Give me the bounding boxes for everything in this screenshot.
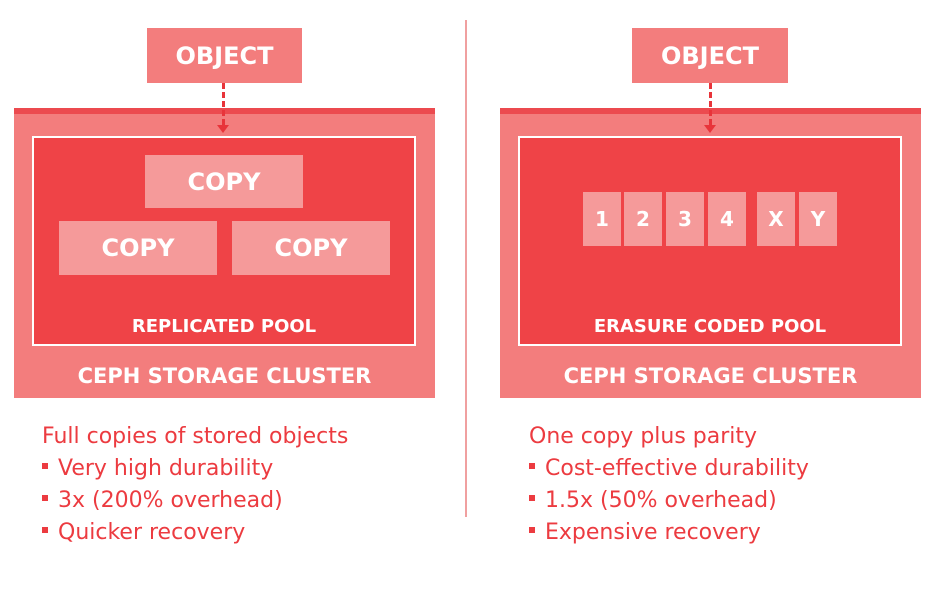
right-description: One copy plus parity Cost-effective dura… [529, 424, 809, 545]
left-copy-box-top: COPY [145, 155, 303, 208]
left-copy-box-right: COPY [232, 221, 390, 275]
center-divider [465, 20, 467, 517]
chunk-label: 2 [636, 207, 650, 231]
bullet-text: Cost-effective durability [545, 456, 809, 481]
left-object-label: OBJECT [175, 41, 274, 70]
data-chunk: 4 [708, 192, 746, 246]
copy-label: COPY [101, 234, 175, 262]
copy-label: COPY [187, 167, 261, 196]
right-arrow-head-icon [704, 125, 716, 133]
bullet-text: 3x (200% overhead) [58, 488, 283, 513]
bullet-icon [42, 526, 48, 533]
right-description-title: One copy plus parity [529, 424, 758, 449]
left-description: Full copies of stored objects Very high … [42, 424, 348, 545]
copy-label: COPY [274, 234, 348, 262]
left-bullet-item: 3x (200% overhead) [42, 488, 348, 513]
parity-chunk: Y [799, 192, 837, 246]
parity-chunk: X [757, 192, 795, 246]
left-copy-box-left: COPY [59, 221, 217, 275]
bullet-icon [529, 526, 535, 533]
right-pool-label: ERASURE CODED POOL [593, 316, 827, 337]
left-bullet-item: Very high durability [42, 456, 348, 481]
chunk-label: Y [810, 207, 826, 231]
left-pool-label: REPLICATED POOL [131, 316, 317, 337]
right-bullet-item: Expensive recovery [529, 520, 809, 545]
chunk-label: 1 [595, 207, 609, 231]
bullet-icon [529, 462, 535, 469]
bullet-text: Very high durability [58, 456, 274, 481]
right-dashed-arrow-line [709, 83, 712, 125]
left-object-box: OBJECT [147, 28, 302, 83]
bullet-icon [529, 494, 535, 501]
left-dashed-arrow-line [222, 83, 225, 125]
bullet-text: 1.5x (50% overhead) [545, 488, 777, 513]
right-object-label: OBJECT [660, 41, 759, 70]
left-bullet-item: Quicker recovery [42, 520, 348, 545]
right-cluster-label: CEPH STORAGE CLUSTER [563, 364, 858, 388]
right-bullet-item: Cost-effective durability [529, 456, 809, 481]
left-arrow-head-icon [217, 125, 229, 133]
left-description-title: Full copies of stored objects [42, 424, 349, 449]
data-chunk: 2 [624, 192, 662, 246]
chunk-label: 4 [720, 207, 734, 231]
chunk-label: 3 [678, 207, 692, 231]
left-cluster-label: CEPH STORAGE CLUSTER [77, 364, 372, 388]
data-chunk: 1 [583, 192, 621, 246]
bullet-icon [42, 462, 48, 469]
right-object-box: OBJECT [632, 28, 788, 83]
bullet-text: Expensive recovery [545, 520, 761, 545]
right-bullet-item: 1.5x (50% overhead) [529, 488, 809, 513]
bullet-text: Quicker recovery [58, 520, 246, 545]
data-chunk: 3 [666, 192, 704, 246]
bullet-icon [42, 494, 48, 501]
chunk-label: X [768, 207, 784, 231]
